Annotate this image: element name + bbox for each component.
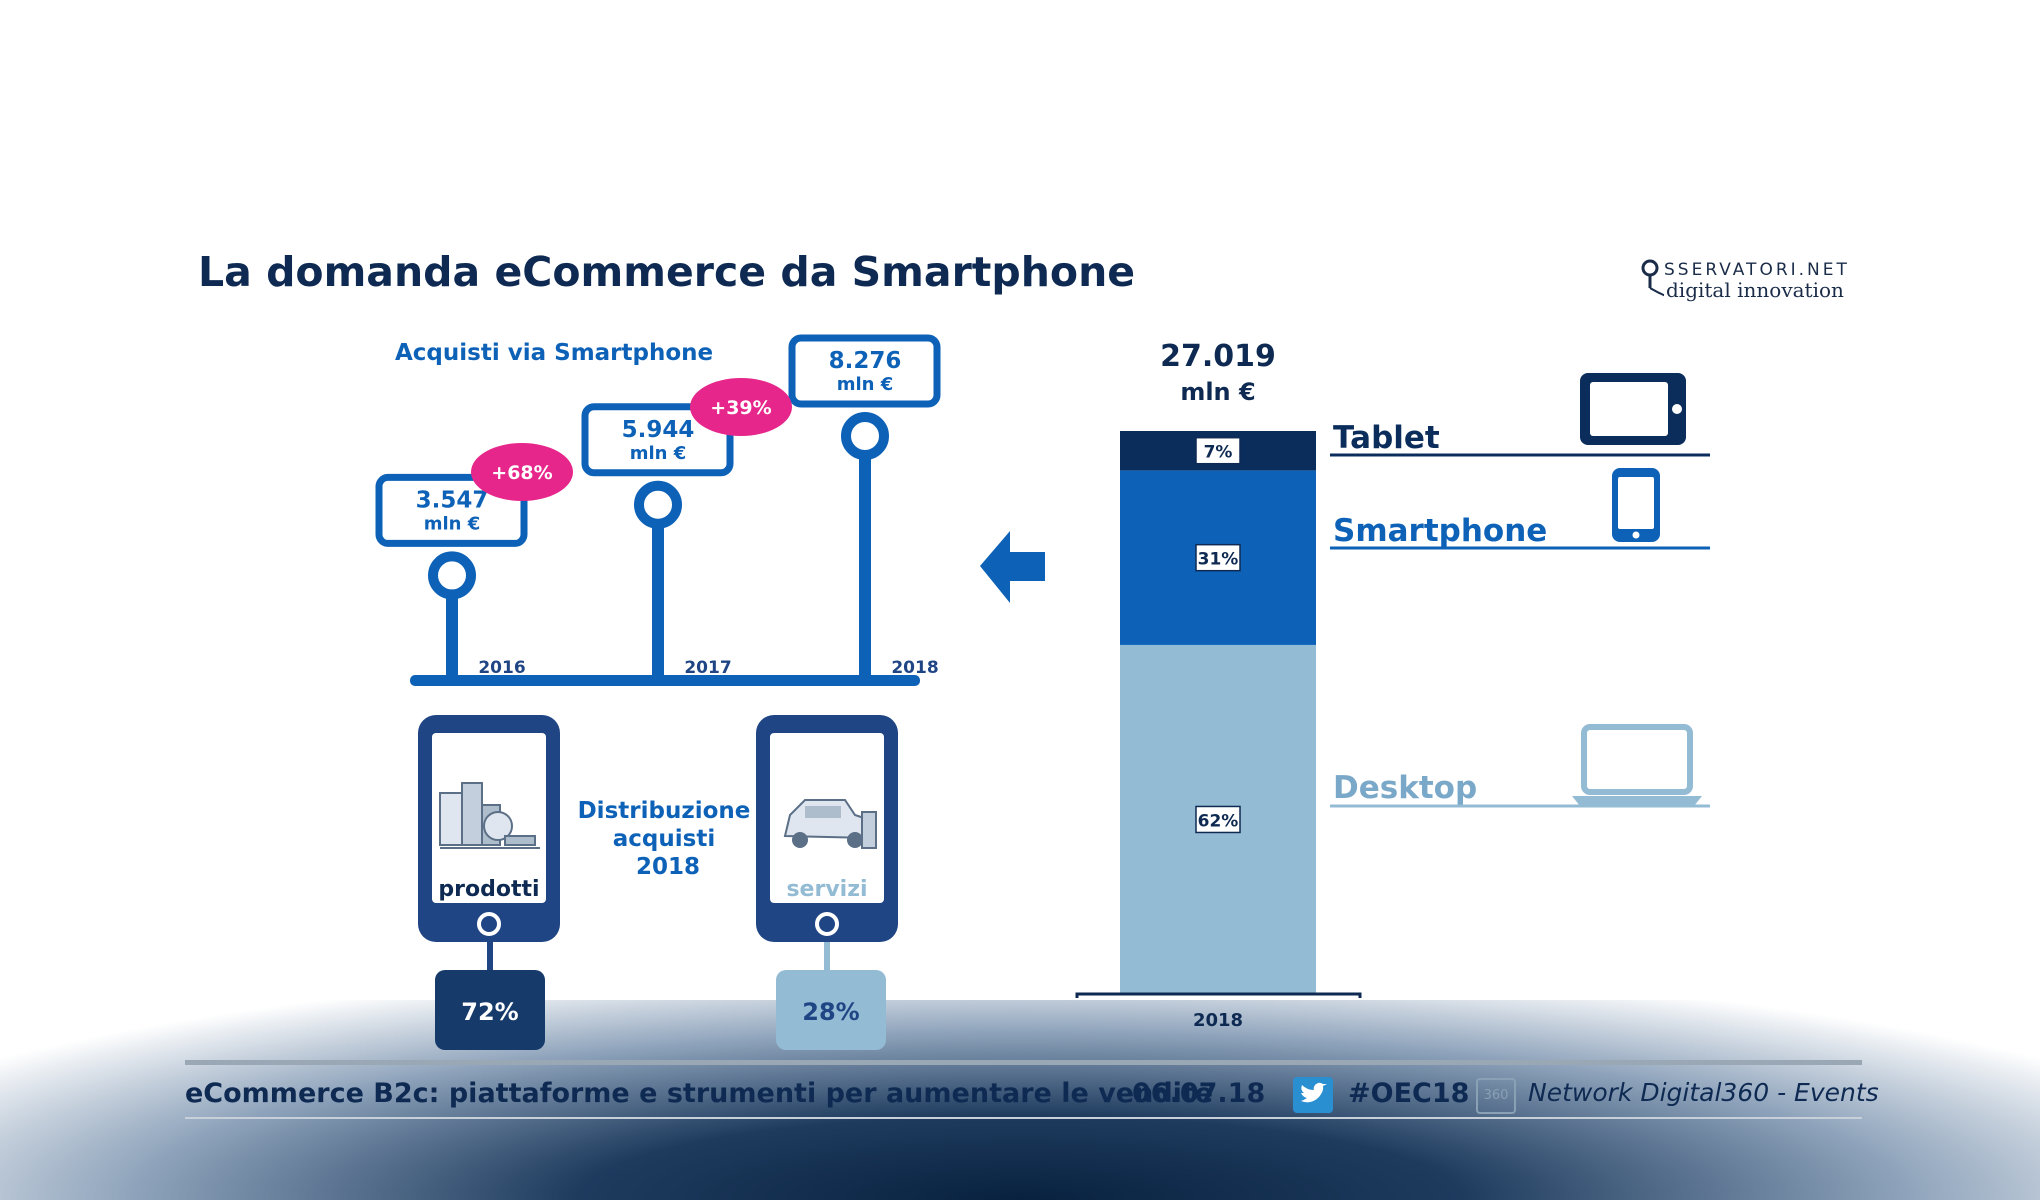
growth-bubble (471, 443, 573, 501)
footer-divider-bottom (185, 1117, 1862, 1119)
footer-divider-top (185, 1060, 1862, 1065)
smartphone-icon (1612, 468, 1660, 542)
product-illustration-icon (439, 782, 540, 849)
legend-tablet: Tablet (1333, 420, 1440, 456)
services-phone: servizi (756, 715, 898, 942)
timeline-stem (652, 504, 664, 680)
car-service-icon (783, 799, 877, 849)
services-share: 28% (802, 998, 859, 1026)
products-label: prodotti (438, 877, 539, 902)
footer-event-title: eCommerce B2c: piattaforme e strumenti p… (185, 1078, 1214, 1109)
logo-bottom-text: digital innovation (1666, 278, 1844, 302)
bar-label-box (1195, 805, 1241, 834)
total-unit: mln € (1180, 378, 1255, 406)
slide-title: La domanda eCommerce da Smartphone (198, 248, 1136, 296)
bar-label-desktop: 62% (1198, 811, 1239, 831)
footer-date: 06.07.18 (1132, 1078, 1266, 1109)
arrow-left-icon (980, 531, 1045, 603)
distribution-label: Distribuzione acquisti 2018 (578, 798, 759, 880)
timeline-stem (446, 575, 458, 680)
timeline-point (428, 551, 476, 600)
bar-label-tablet: 7% (1204, 443, 1233, 463)
bar-label-box (1195, 543, 1241, 572)
bar-axis (1075, 992, 1362, 998)
timeline-stem (859, 436, 871, 680)
value-unit-label: mln € (424, 513, 481, 534)
value-unit-label: mln € (630, 443, 687, 464)
bar-category-label: 2018 (1193, 1010, 1243, 1031)
growth-bubble (690, 378, 792, 436)
logo-top-text: SSERVATORI.NET (1664, 260, 1850, 280)
services-label: servizi (786, 877, 867, 902)
osservatori-logo: SSERVATORI.NET digital innovation (1640, 258, 1860, 318)
twitter-icon (1293, 1077, 1333, 1113)
smartphone-purchases-heading: Acquisti via Smartphone (395, 340, 713, 366)
timeline-point (841, 412, 889, 460)
services-share-box (776, 970, 886, 1050)
growth-label: +68% (491, 462, 552, 484)
year-tick-label: 2017 (684, 658, 731, 678)
network-360-icon: 360 (1476, 1078, 1516, 1114)
timeline-axis (410, 675, 920, 686)
value-label: 8.276 (829, 348, 902, 374)
growth-annotations: +68% +39% (471, 378, 792, 501)
value-label: 5.944 (622, 417, 695, 443)
value-box (581, 403, 734, 477)
distribution-label-line-1: Distribuzione (578, 798, 751, 824)
products-connector (487, 942, 493, 971)
distribution-label-line-3: 2018 (636, 854, 700, 880)
legend-desktop: Desktop (1333, 770, 1477, 806)
products-phone: prodotti (418, 715, 560, 942)
distribution-label-line-2: acquisti (613, 826, 715, 852)
logo-pin-icon (1641, 259, 1664, 297)
products-share: 72% (461, 998, 518, 1026)
stacked-bar: 62% 31% 7% (1120, 431, 1316, 994)
laptop-icon (1572, 724, 1702, 806)
bar-label-smartphone: 31% (1198, 550, 1239, 570)
footer-background (0, 1000, 2040, 1200)
bar-label-box (1195, 436, 1241, 465)
footer-hashtag: #OEC18 (1348, 1078, 1470, 1109)
year-tick-label: 2018 (891, 658, 938, 678)
footer-network: Network Digital360 - Events (1528, 1078, 1879, 1107)
value-box (788, 334, 941, 408)
timeline-point (634, 480, 682, 529)
services-connector (824, 942, 830, 971)
year-tick-label: 2016 (478, 658, 525, 678)
value-box (375, 473, 528, 547)
products-share-box (435, 970, 545, 1050)
value-unit-label: mln € (837, 374, 894, 395)
tablet-icon (1580, 373, 1686, 445)
growth-label: +39% (710, 397, 771, 419)
total-value: 27.019 (1160, 339, 1276, 374)
legend-smartphone: Smartphone (1333, 513, 1547, 549)
value-label: 3.547 (416, 487, 489, 513)
